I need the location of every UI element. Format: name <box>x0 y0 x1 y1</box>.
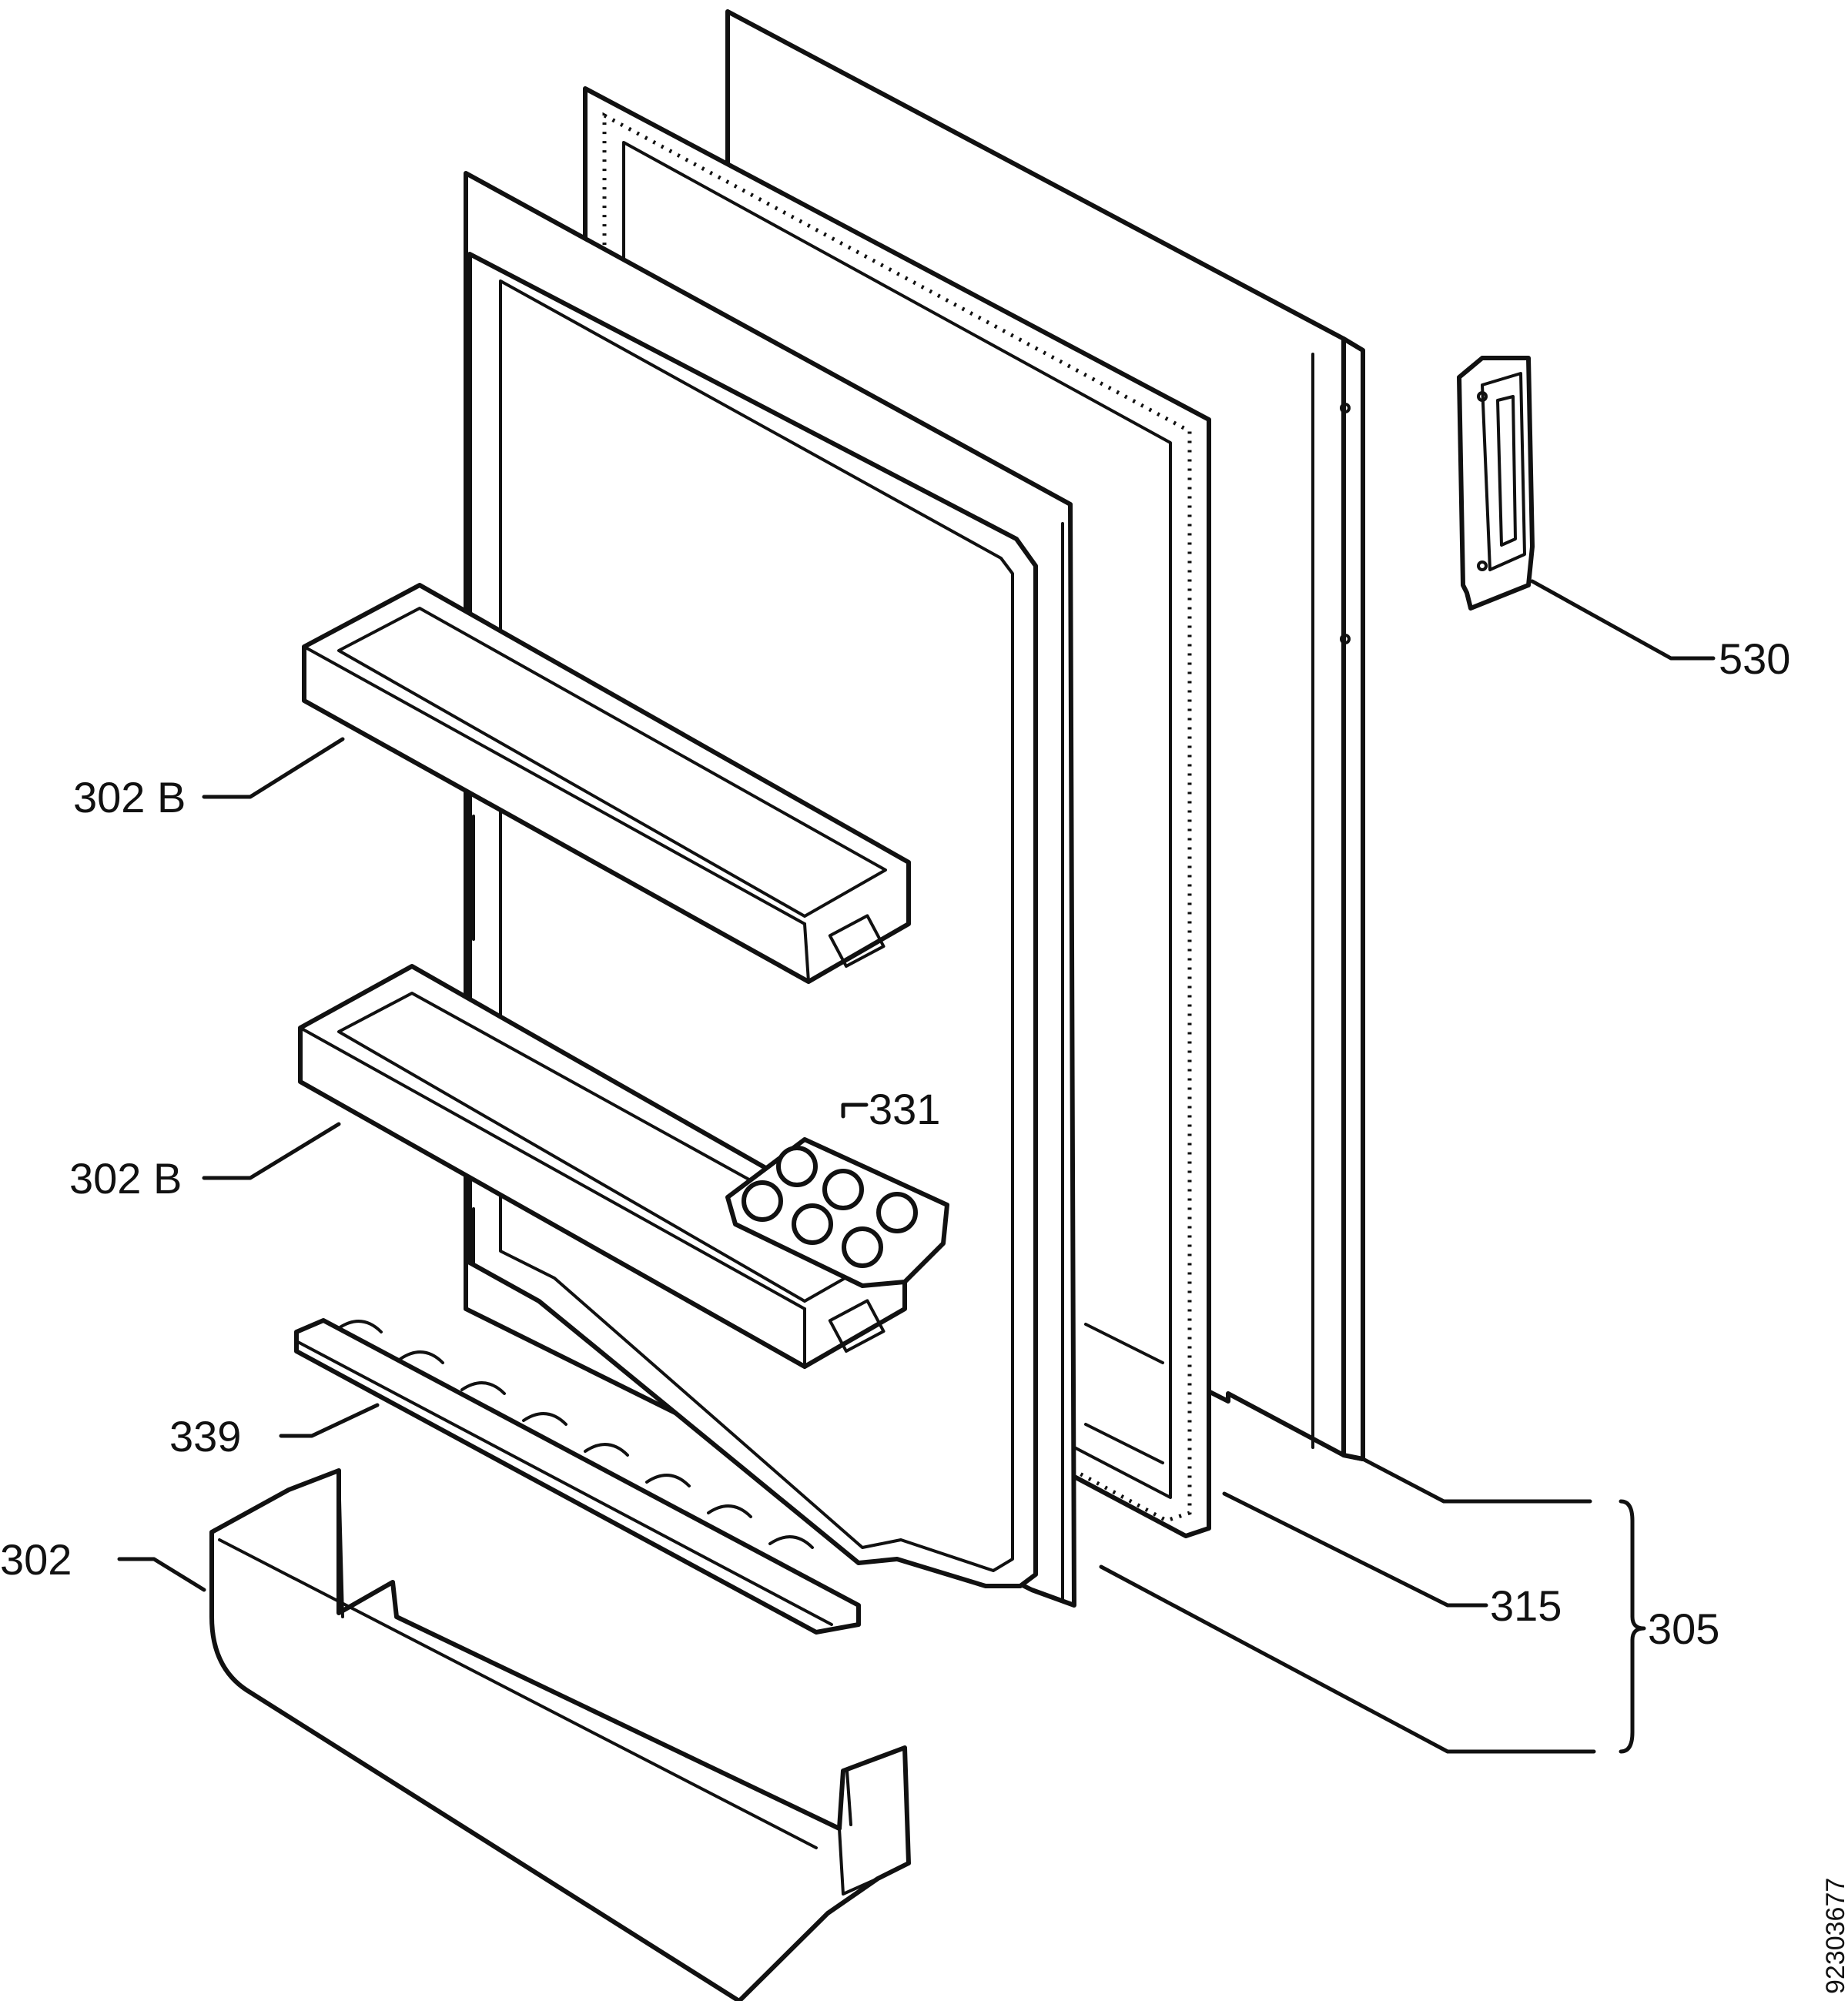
leader-302b-lower <box>202 1122 341 1180</box>
callout-302b-upper: 302 B <box>73 773 186 821</box>
bottle-retainer-bar <box>294 1318 861 1635</box>
callout-339: 339 <box>169 1412 241 1461</box>
leader-302b-upper <box>202 737 345 799</box>
callout-305: 305 <box>1648 1604 1719 1653</box>
leader-305-bottom <box>1099 1564 1596 1754</box>
door-shelf-lower <box>298 964 907 1369</box>
callout-530: 530 <box>1719 634 1790 683</box>
egg-tray <box>725 1137 949 1288</box>
callout-302b-lower: 302 B <box>69 1154 182 1203</box>
brace-305 <box>1619 1499 1646 1754</box>
callout-302: 302 <box>0 1535 72 1584</box>
leader-lines <box>117 579 1716 1754</box>
leader-339 <box>279 1403 380 1438</box>
leader-331 <box>841 1103 869 1119</box>
bottle-shelf <box>209 1468 911 2001</box>
callout-labels: 530 302 B 302 B 331 339 302 315 305 9230… <box>0 634 1848 1994</box>
leader-315 <box>1222 1491 1488 1608</box>
leader-530 <box>1530 579 1716 661</box>
callout-315: 315 <box>1490 1581 1562 1630</box>
callout-331: 331 <box>869 1085 940 1133</box>
leader-302 <box>117 1557 206 1592</box>
door-shelf-upper <box>302 583 911 984</box>
leader-305-top <box>1361 1457 1592 1504</box>
document-number: 92303677 <box>1821 1878 1848 1994</box>
hinge-bracket <box>1457 356 1535 611</box>
